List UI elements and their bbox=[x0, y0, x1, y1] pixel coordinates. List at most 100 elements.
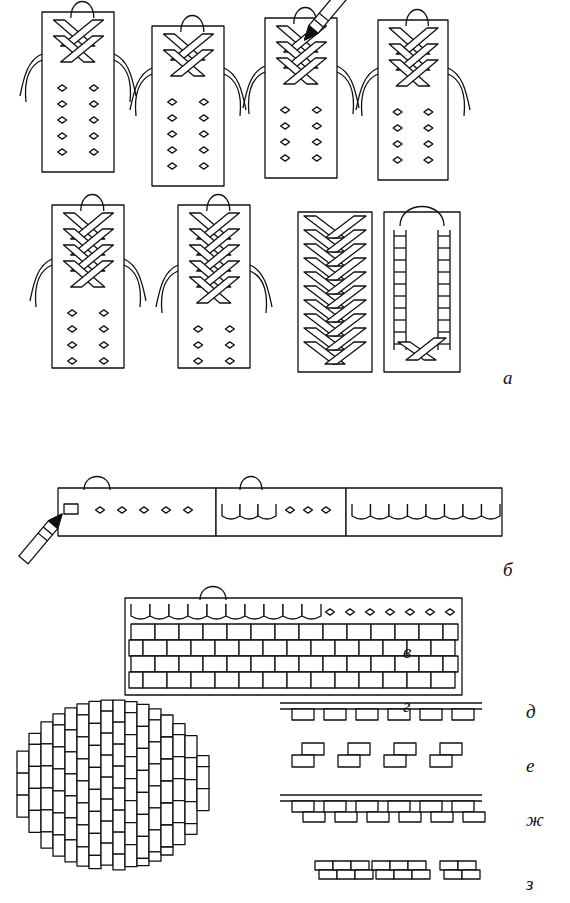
strap bbox=[200, 587, 226, 601]
plait-link bbox=[167, 672, 191, 688]
strip bbox=[58, 488, 216, 536]
plait-link bbox=[77, 847, 89, 866]
plait-link bbox=[29, 810, 41, 832]
plait-link bbox=[338, 755, 360, 767]
slit bbox=[68, 326, 77, 332]
strap bbox=[356, 68, 378, 110]
plait-link bbox=[173, 823, 185, 845]
plait-link bbox=[29, 788, 41, 810]
plait-link bbox=[372, 861, 390, 870]
plait-link bbox=[303, 812, 325, 822]
plait-link bbox=[29, 744, 41, 766]
plait-link bbox=[65, 752, 77, 774]
edge-lace bbox=[438, 230, 450, 350]
slit bbox=[68, 310, 77, 316]
slit bbox=[281, 155, 290, 161]
plait-link bbox=[161, 737, 173, 759]
strip bbox=[265, 18, 337, 178]
slit bbox=[225, 326, 234, 332]
plait-link bbox=[258, 504, 276, 519]
slit bbox=[393, 157, 402, 163]
strap bbox=[130, 68, 152, 110]
plait-link bbox=[143, 640, 167, 656]
strap bbox=[36, 265, 52, 307]
plait-link bbox=[191, 640, 215, 656]
edge-lace bbox=[394, 247, 406, 248]
slit bbox=[96, 507, 105, 513]
plait-link bbox=[333, 861, 351, 870]
slit bbox=[393, 125, 402, 131]
plait-link bbox=[125, 713, 137, 735]
strap bbox=[114, 54, 136, 96]
plait-link bbox=[149, 786, 161, 808]
slit bbox=[424, 157, 433, 163]
plait-link bbox=[263, 672, 287, 688]
strap bbox=[124, 265, 140, 307]
plait-link bbox=[77, 825, 89, 847]
plait-link bbox=[371, 656, 395, 672]
slit bbox=[281, 123, 290, 129]
slit bbox=[194, 326, 203, 332]
strip bbox=[152, 26, 224, 186]
plait-link bbox=[287, 672, 311, 688]
plait-link bbox=[41, 722, 53, 744]
braid-band bbox=[171, 50, 214, 76]
plait-link bbox=[161, 781, 173, 803]
edge-lace bbox=[438, 235, 450, 236]
plait-link bbox=[191, 672, 215, 688]
plait-link bbox=[137, 836, 149, 858]
edge-lace bbox=[394, 319, 406, 320]
slit bbox=[199, 131, 208, 137]
slit bbox=[225, 358, 234, 364]
strip bbox=[178, 205, 250, 368]
plait-link bbox=[420, 801, 442, 812]
plait-link bbox=[226, 604, 245, 619]
plait-link bbox=[125, 702, 137, 713]
loop bbox=[400, 207, 444, 227]
plait-link bbox=[89, 701, 101, 723]
plait-link bbox=[395, 624, 419, 640]
strap bbox=[448, 68, 470, 110]
slit bbox=[168, 147, 177, 153]
plait-link bbox=[407, 672, 431, 688]
plait-link bbox=[222, 504, 240, 519]
plait-link bbox=[197, 789, 209, 811]
strap bbox=[156, 265, 178, 307]
slit bbox=[89, 101, 98, 107]
slit bbox=[322, 507, 331, 513]
plait-link bbox=[347, 656, 371, 672]
strap bbox=[448, 74, 464, 116]
strap bbox=[207, 195, 230, 212]
plait-link bbox=[77, 704, 89, 715]
plait-link bbox=[394, 870, 412, 879]
slit bbox=[406, 609, 415, 615]
strip bbox=[216, 488, 346, 536]
plait-link bbox=[113, 810, 125, 832]
slit bbox=[89, 117, 98, 123]
plait-link bbox=[426, 504, 445, 519]
plait-link bbox=[101, 843, 113, 865]
plait-link bbox=[419, 624, 443, 640]
strap bbox=[124, 259, 146, 301]
edge-lace bbox=[438, 247, 450, 248]
slit bbox=[312, 155, 321, 161]
plait-link bbox=[452, 709, 474, 720]
plait-link bbox=[77, 715, 89, 737]
plait-link bbox=[239, 640, 263, 656]
edge-lace bbox=[438, 259, 450, 260]
plait-link bbox=[89, 767, 101, 789]
figure-letter: ж bbox=[526, 810, 544, 829]
slit bbox=[281, 107, 290, 113]
slit bbox=[393, 109, 402, 115]
plait-link bbox=[173, 724, 185, 735]
edge-lace bbox=[394, 283, 406, 284]
strap bbox=[20, 54, 42, 96]
plait-link bbox=[131, 656, 155, 672]
plait-link bbox=[29, 766, 41, 788]
slit bbox=[162, 507, 171, 513]
slit bbox=[194, 358, 203, 364]
plait-link bbox=[311, 672, 335, 688]
plait-link bbox=[444, 870, 462, 879]
plait-link bbox=[367, 812, 389, 822]
plait-link bbox=[161, 803, 173, 825]
